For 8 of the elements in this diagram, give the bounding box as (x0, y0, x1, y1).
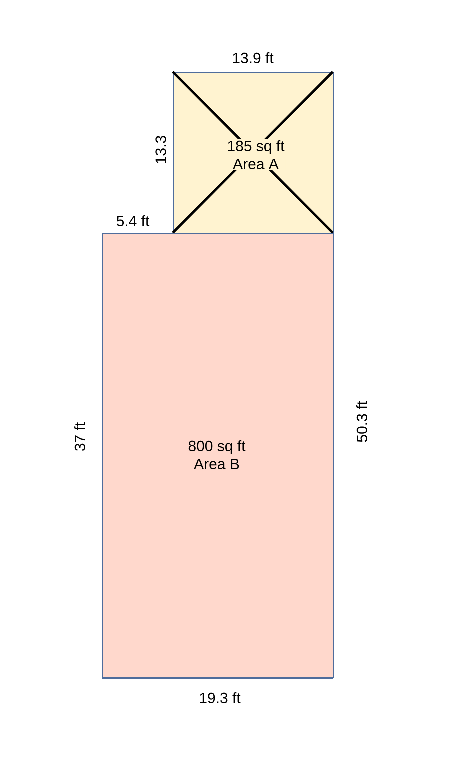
room (102, 233, 334, 680)
room-label: 800 sq ft Area B (187, 440, 247, 470)
dimension-label: 50.3 ft (356, 401, 368, 442)
dimension-label: 19.3 ft (200, 692, 241, 704)
room-label: 185 sq ft Area A (226, 140, 286, 170)
dimension-label: 5.4 ft (116, 216, 150, 226)
dimension-label: 37 ft (74, 422, 86, 452)
room (172, 70, 334, 234)
